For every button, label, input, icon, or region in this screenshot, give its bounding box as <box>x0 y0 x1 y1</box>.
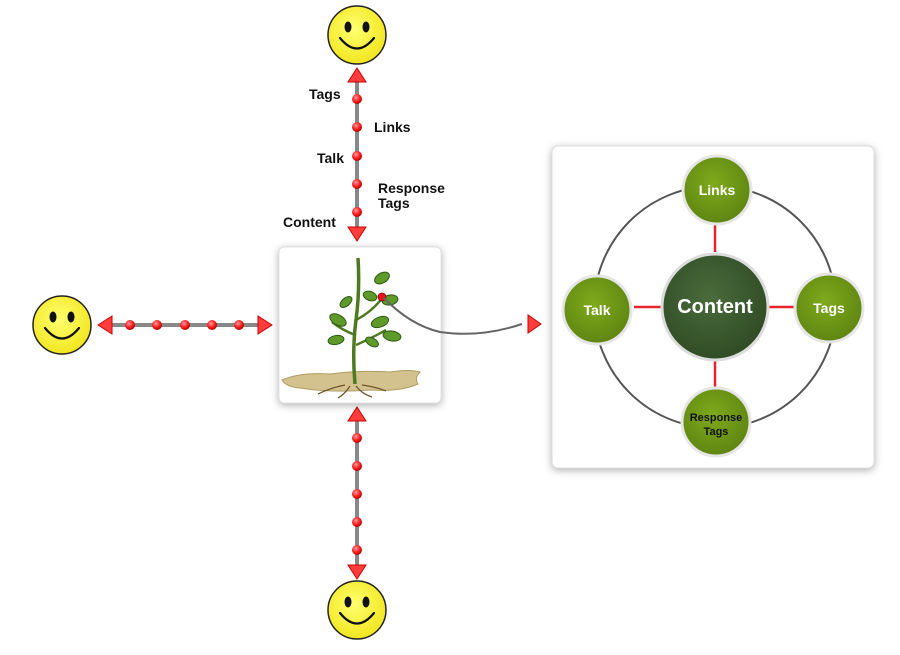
top-axis-dot <box>352 207 362 217</box>
bottom-axis-arrow-down <box>347 564 367 580</box>
node-tags-label: Tags <box>813 300 845 316</box>
node-response-tags-label-line1: Response <box>690 412 743 424</box>
node-content-label: Content <box>677 296 753 318</box>
left-axis-dot <box>180 320 190 330</box>
timeline-label-response-tags: Tags <box>378 195 410 211</box>
plant-card <box>278 246 442 404</box>
timeline-label-talk: Talk <box>317 150 344 166</box>
node-talk-label: Talk <box>584 302 611 318</box>
left-axis-arrow-right <box>257 315 273 335</box>
node-links-label: Links <box>699 182 736 198</box>
bottom-axis-dot <box>352 489 362 499</box>
node-links <box>681 154 753 226</box>
timeline-label-content: Content <box>283 214 336 230</box>
left-axis-dot <box>207 320 217 330</box>
bottom-axis-dot <box>352 545 362 555</box>
bottom-axis <box>347 406 367 580</box>
left-axis <box>97 315 273 335</box>
top-axis-dot <box>352 179 362 189</box>
smiley-face-icon <box>327 5 387 65</box>
timeline-label-response: Response <box>378 180 445 196</box>
left-axis-dot <box>152 320 162 330</box>
plant-connector-curve <box>383 297 523 335</box>
bottom-axis-dot <box>352 461 362 471</box>
top-axis-arrow-down <box>347 226 367 242</box>
left-axis-arrow-left <box>97 315 113 335</box>
top-axis <box>347 67 367 242</box>
top-axis-arrow-up <box>347 67 367 83</box>
bottom-axis-dot <box>352 517 362 527</box>
timeline-label-tags: Tags <box>309 86 341 102</box>
plant-icon <box>281 257 421 399</box>
plant-connector-arrow <box>527 314 542 334</box>
left-axis-dot <box>234 320 244 330</box>
left-axis-dot <box>125 320 135 330</box>
timeline-label-links: Links <box>374 119 411 135</box>
node-response-tags-label-line2: Tags <box>704 426 729 438</box>
top-axis-dot <box>352 122 362 132</box>
node-response-tags <box>680 386 752 458</box>
node-tags <box>793 272 865 344</box>
top-axis-dot <box>352 151 362 161</box>
cycle-diagram: Content Links Tags Talk Response Tags <box>561 154 865 458</box>
smiley-face-icon <box>32 295 92 355</box>
smiley-face-icon <box>327 580 387 640</box>
top-axis-dot <box>352 94 362 104</box>
bottom-axis-dot <box>352 433 362 443</box>
node-talk <box>561 274 633 346</box>
bottom-axis-arrow-up <box>347 406 367 422</box>
node-content <box>660 252 770 362</box>
